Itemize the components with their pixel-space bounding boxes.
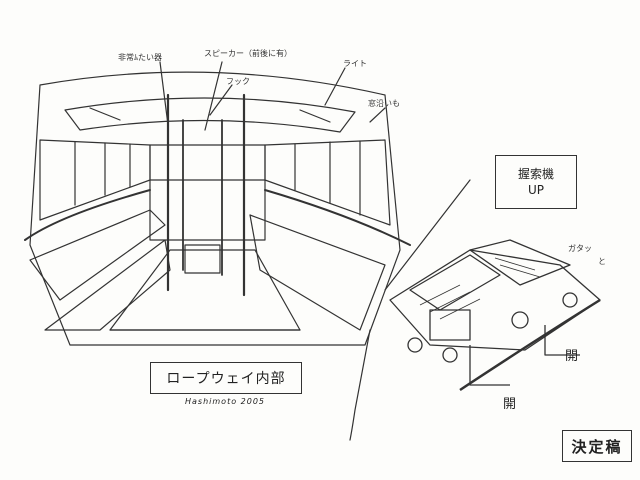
grip-line-1: 握索機 bbox=[517, 167, 554, 181]
grip-box: 握索機 UP bbox=[495, 155, 577, 209]
open-label-1: 開 bbox=[565, 349, 579, 364]
hook-note: フック bbox=[226, 77, 250, 86]
final-draft-stamp: 決定稿 bbox=[562, 430, 632, 462]
emergency-stop-note: 非常ﾑたい器 bbox=[118, 53, 162, 62]
signature: Hashimoto 2005 bbox=[185, 397, 265, 406]
grip-line-2: UP bbox=[527, 183, 545, 197]
light-note: ライト bbox=[343, 59, 367, 68]
top-right-note: ガタッ bbox=[568, 244, 592, 253]
grip-mechanism-sketch bbox=[389, 239, 601, 392]
small-note: と bbox=[598, 257, 606, 266]
stamp-text: 決定稿 bbox=[571, 437, 623, 456]
title-box: ロープウェイ内部 bbox=[150, 362, 302, 394]
open-label-2: 開 bbox=[503, 397, 517, 412]
window-note: 窓沿いも bbox=[368, 99, 400, 108]
speaker-note: スピーカー（前後に有） bbox=[204, 49, 292, 58]
title-text: ロープウェイ内部 bbox=[166, 371, 286, 387]
